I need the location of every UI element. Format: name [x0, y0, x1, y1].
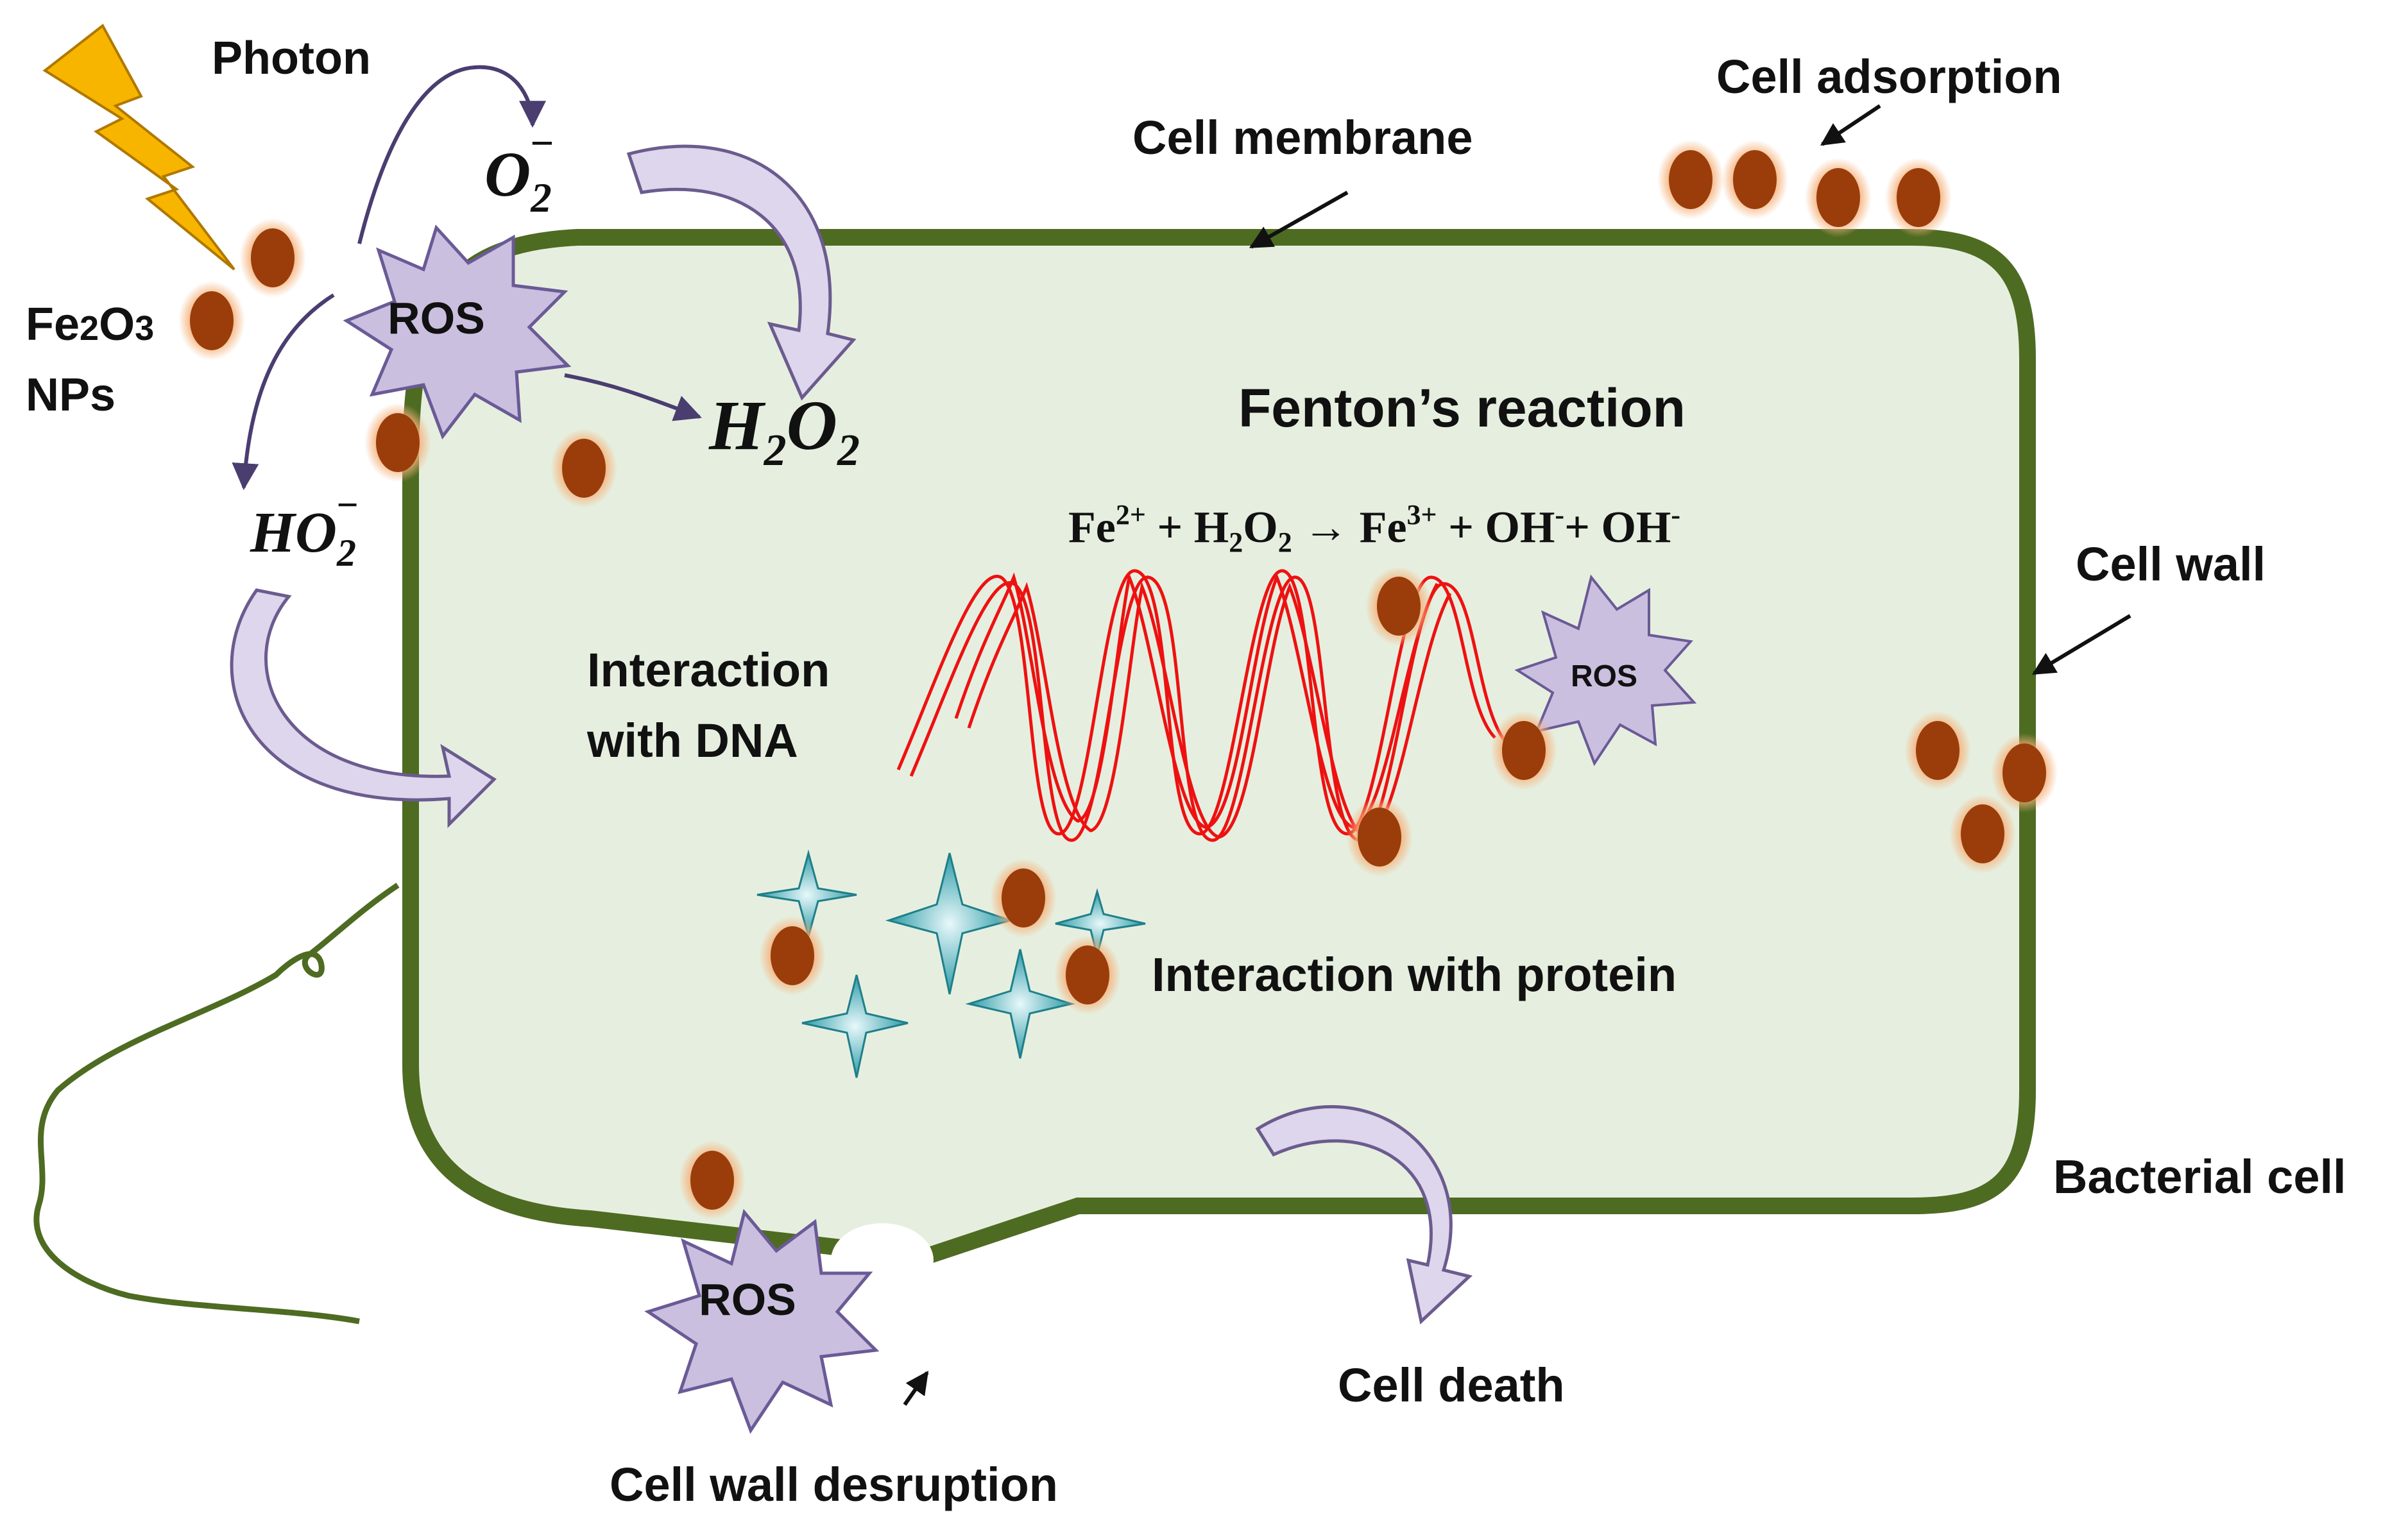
protein-star-icon: [885, 852, 1014, 995]
ros-burst-dna: ROS: [1514, 574, 1697, 766]
ros-to-h2o2-arrow: [564, 373, 702, 421]
nanoparticle: [679, 1140, 746, 1220]
ros-burst-bottom: ROS: [644, 1208, 880, 1434]
ros-to-ho2-arrow: [232, 293, 335, 491]
cell-death-process-arrow: [1255, 1105, 1473, 1325]
photon-arrow: [357, 65, 546, 244]
nanoparticle: [1490, 711, 1557, 790]
nanoparticle: [759, 916, 826, 995]
nanoparticle: [1991, 733, 2058, 813]
lightning-icon: [42, 23, 235, 271]
fe2o3-nanoparticles: [178, 140, 2058, 1220]
interaction-dna-line1: Interaction: [587, 643, 830, 697]
nanoparticle: [1657, 140, 1724, 219]
cell-wall-disruption-pointer: [903, 1371, 929, 1406]
nanoparticle: [1904, 711, 1971, 790]
ros-label-top: ROS: [388, 293, 485, 343]
ros-label-dna: ROS: [1571, 659, 1637, 693]
fe2o3-label: Fe2O3: [26, 299, 154, 350]
o2-to-h2o2-process-arrow: [626, 144, 857, 401]
nanoparticle: [1721, 140, 1788, 219]
nanoparticle: [551, 428, 617, 508]
photon-label: Photon: [212, 33, 371, 84]
fenton-reaction-title: Fenton’s reaction: [1238, 378, 1686, 438]
nanoparticle: [1885, 158, 1952, 237]
ho2-formula: HO2−: [250, 484, 359, 574]
cell-adsorption-pointer: [1820, 104, 1881, 146]
nanoparticle: [1054, 935, 1121, 1015]
cell-membrane-pointer: [1249, 191, 1349, 249]
flagellum: [33, 883, 400, 1325]
nps-label: NPs: [26, 369, 115, 421]
superoxide-formula: O2−: [484, 121, 554, 221]
ho2-to-cell-process-arrow: [230, 588, 497, 829]
ros-label-bottom: ROS: [699, 1275, 796, 1325]
nanoparticle: [990, 858, 1057, 938]
nanoparticle: [364, 403, 431, 482]
protein-star-icon: [965, 949, 1075, 1059]
nanoparticle: [178, 281, 245, 360]
bacterial-cell-label: Bacterial cell: [2053, 1150, 2346, 1203]
cell-wall-disruption-label: Cell wall desruption: [610, 1458, 1058, 1511]
nanoparticle: [239, 218, 306, 298]
nanoparticle: [1805, 158, 1872, 237]
fenton-equation: Fe2+ + H2O2 → Fe3+ + OH-+ OH-: [1068, 499, 1680, 558]
cell-membrane-label: Cell membrane: [1132, 111, 1473, 164]
cell-wall-pointer: [2031, 614, 2131, 675]
interaction-dna-line2: with DNA: [586, 714, 798, 767]
interaction-protein-label: Interaction with protein: [1152, 948, 1677, 1001]
cell-death-label: Cell death: [1338, 1359, 1565, 1412]
nanoparticle: [1346, 797, 1413, 877]
cell-wall-label: Cell wall: [2076, 538, 2266, 591]
nanoparticle: [1365, 566, 1432, 646]
protein-star-icon: [801, 974, 909, 1078]
dna-helix: [896, 569, 1509, 842]
ros-burst-top: ROS: [343, 224, 572, 440]
cell-adsorption-label: Cell adsorption: [1716, 50, 2062, 103]
h2o2-formula: H2O2: [708, 386, 860, 475]
protein-star-group: [756, 849, 1146, 1078]
nanoparticle: [1949, 794, 2016, 874]
